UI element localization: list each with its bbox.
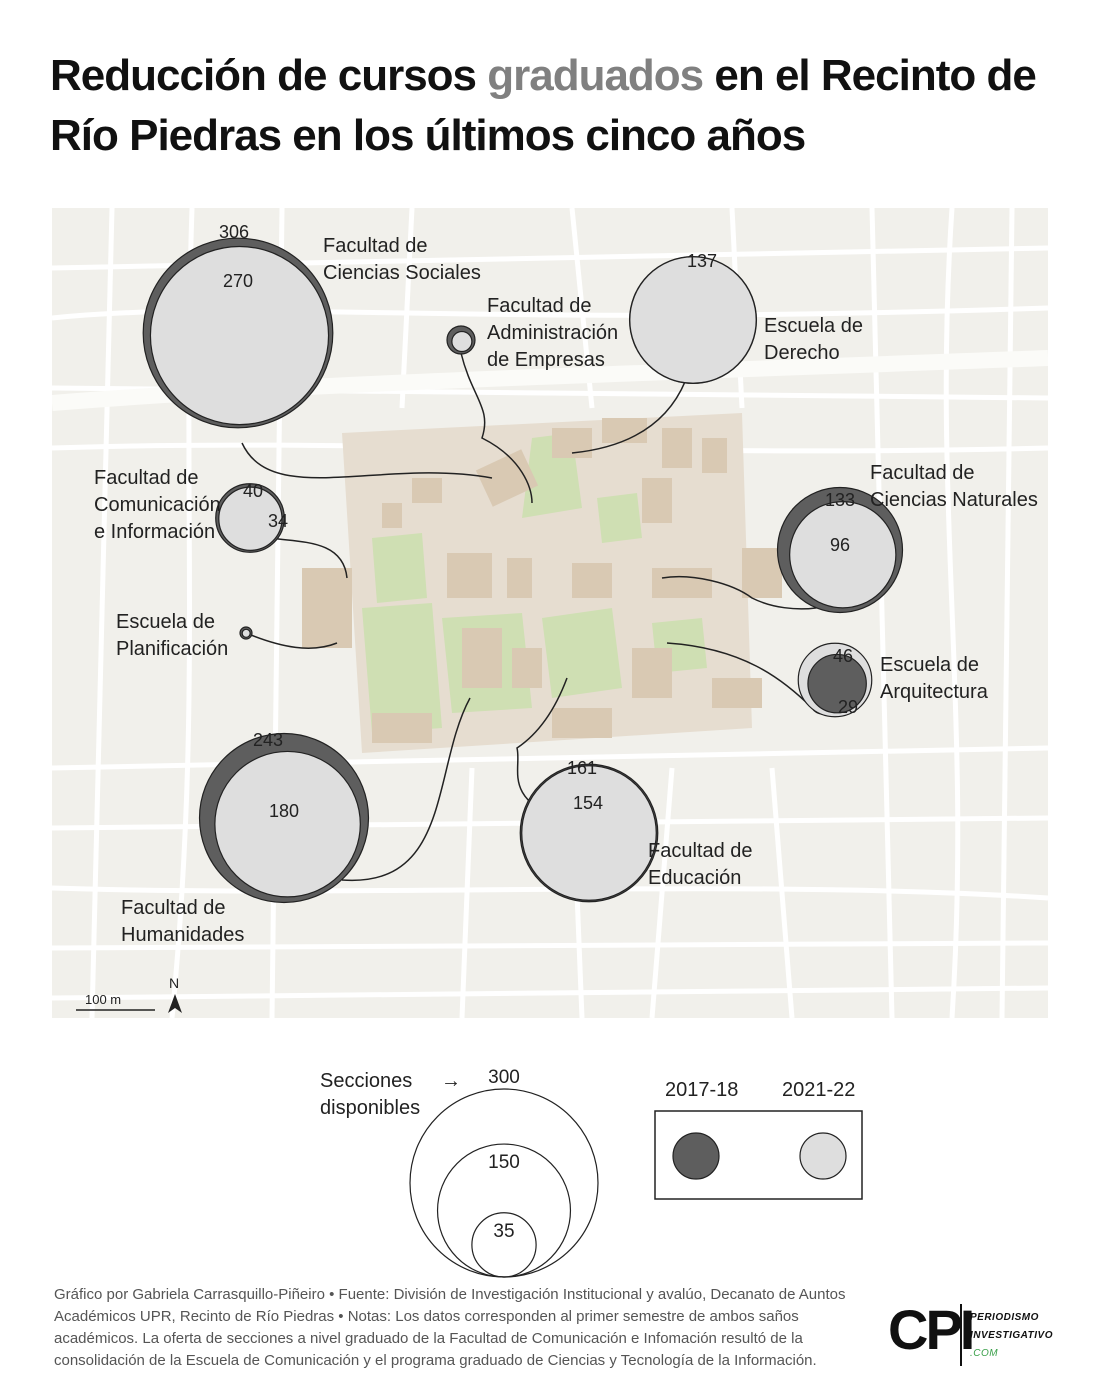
logo-divider — [960, 1304, 962, 1366]
bubble-inner — [218, 486, 283, 551]
bubble-inner — [807, 653, 867, 714]
legend-year-2: 2021-22 — [782, 1079, 855, 1101]
legend-size-label-2: disponibles — [320, 1097, 420, 1119]
chart-title: Reducción de cursos graduados en el Reci… — [50, 46, 1050, 166]
value-label-2021: 136 — [685, 280, 715, 300]
size-legend-circle-300 — [409, 1088, 599, 1278]
bubble-inner — [241, 628, 251, 638]
faculty-label: Humanidades — [121, 924, 244, 946]
faculty-bubble-5 — [239, 626, 253, 640]
value-label-2017: 137 — [687, 251, 717, 271]
faculty-bubble-7 — [198, 732, 370, 904]
cpi-logo: CPI PERIODISMO INVESTIGATIVO .COM — [888, 1300, 1068, 1370]
bubble-inner — [451, 330, 473, 353]
value-label-2017: 161 — [567, 758, 597, 778]
logo-line-3: .COM — [970, 1348, 999, 1359]
faculty-bubble-2 — [628, 255, 758, 385]
value-label-2021: 180 — [269, 801, 299, 821]
year-legend-box — [654, 1110, 863, 1200]
footer-credits: Gráfico por Gabriela Carrasquillo-Piñeir… — [54, 1284, 854, 1372]
bubble-inner — [521, 765, 657, 901]
faculty-label: Ciencias Sociales — [323, 262, 481, 284]
bubbles — [142, 237, 904, 904]
faculty-bubble-0 — [142, 237, 334, 429]
faculty-label: Facultad de — [648, 840, 753, 862]
bubble-inner — [149, 245, 330, 426]
value-label-2017: 40 — [243, 481, 263, 501]
faculty-label: Facultad de — [94, 467, 199, 489]
bubble-inner — [214, 750, 361, 898]
faculty-label: Administración — [487, 322, 618, 344]
faculty-label: Derecho — [764, 342, 840, 364]
faculty-label: Escuela de — [880, 654, 979, 676]
legend-size-label-1: Secciones — [320, 1070, 412, 1092]
faculty-bubble-8 — [519, 763, 659, 903]
title-part-2: en el Recinto de Río Piedras en los últi… — [50, 51, 1037, 160]
footer-text: Gráfico por Gabriela Carrasquillo-Piñeir… — [54, 1286, 846, 1369]
value-label-2017: 306 — [219, 222, 249, 242]
scale-bar: 100 m — [76, 992, 155, 1011]
value-label-2017: 243 — [253, 730, 283, 750]
faculty-label: Facultad de — [121, 897, 226, 919]
north-label: N — [169, 975, 179, 991]
swatch-2017 — [672, 1132, 720, 1180]
swatch-2021 — [799, 1132, 847, 1180]
size-legend-circle-35 — [471, 1212, 537, 1278]
faculty-label: Ciencias Naturales — [870, 489, 1038, 511]
value-label-2017: 133 — [825, 490, 855, 510]
faculty-bubble-3 — [215, 483, 285, 553]
faculty-label: e Información — [94, 521, 215, 543]
value-label-2021: 154 — [573, 793, 603, 813]
faculty-label: Arquitectura — [880, 681, 989, 703]
value-label-2021: 46 — [833, 646, 853, 666]
legend-arrow-icon: → — [441, 1070, 461, 1092]
size-legend: 300 150 35 — [409, 1067, 599, 1278]
size-legend-value-35: 35 — [493, 1221, 514, 1242]
logo-line-1: PERIODISMO — [970, 1312, 1039, 1323]
faculty-label: Facultad de — [323, 235, 428, 257]
bubble-inner — [629, 256, 757, 384]
faculty-label: Facultad de — [870, 462, 975, 484]
bubble-inner — [789, 501, 897, 609]
value-label-2021: 34 — [268, 511, 288, 531]
value-label-2021: 96 — [830, 535, 850, 555]
north-arrow-icon — [168, 994, 182, 1013]
scale-label: 100 m — [85, 992, 121, 1007]
size-legend-value-300: 300 — [488, 1067, 520, 1088]
faculty-label: de Empresas — [487, 349, 605, 371]
value-label-2021: 270 — [223, 271, 253, 291]
faculty-bubble-1 — [446, 325, 476, 355]
legend-year-1: 2017-18 — [665, 1079, 738, 1101]
logo-line-2: INVESTIGATIVO — [970, 1330, 1053, 1341]
faculty-label: Escuela de — [116, 611, 215, 633]
north-arrow: N — [168, 975, 182, 1013]
faculty-label: Escuela de — [764, 315, 863, 337]
faculty-bubble-4 — [776, 486, 904, 614]
title-part-1: Reducción de cursos — [50, 51, 488, 100]
faculty-label: Comunicación — [94, 494, 221, 516]
faculty-label: Facultad de — [487, 295, 592, 317]
faculty-label: Planificación — [116, 638, 228, 660]
faculty-label: Educación — [648, 867, 741, 889]
size-legend-value-150: 150 — [488, 1152, 520, 1173]
legend: Secciones disponibles → 300 150 35 2017-18… — [320, 1067, 863, 1278]
value-label-2017: 29 — [838, 697, 858, 717]
title-highlight: graduados — [487, 51, 704, 100]
faculty-bubble-6 — [797, 642, 873, 718]
